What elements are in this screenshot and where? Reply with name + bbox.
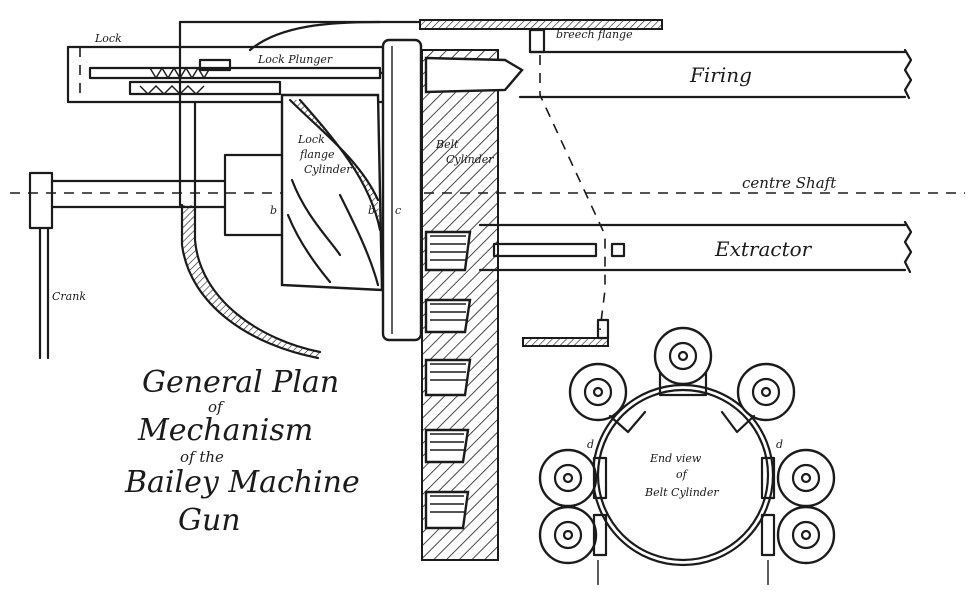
label-lock: Lock [94, 32, 122, 45]
label-belt-cylinder-2: Cylinder [446, 153, 494, 166]
label-belt-cylinder-1: Belt [435, 138, 459, 151]
end-view-belt-cylinder [538, 326, 836, 585]
title-line-5: Bailey Machine [124, 465, 360, 500]
title-line-6: Gun [178, 503, 241, 538]
belt-cylinder-section [421, 49, 524, 561]
label-b1: b [270, 204, 277, 217]
title-line-4: of the [180, 448, 224, 466]
label-extractor: Extractor [714, 237, 813, 261]
lug-upper-right [720, 362, 796, 434]
label-centre-shaft: centre Shaft [742, 174, 837, 192]
lug-mid-left [538, 448, 608, 508]
lug-upper-left [568, 362, 647, 434]
label-breech-flange: breech flange [556, 28, 633, 41]
lug-mid-right [760, 448, 836, 508]
guide-dashed [522, 55, 610, 347]
diagram-title: General Plan of Mechanism of the Bailey … [124, 365, 360, 538]
label-b2: b [368, 204, 375, 217]
lug-low-left [538, 505, 608, 565]
lug-low-right [760, 505, 836, 565]
title-line-1: General Plan [142, 365, 339, 400]
lock-body [66, 45, 422, 104]
label-end-view-3: Belt Cylinder [644, 486, 719, 499]
cartridge-chambers [424, 56, 524, 530]
main-disc [381, 38, 423, 342]
label-end-view-1: End view [649, 452, 702, 465]
extractor [478, 220, 913, 274]
title-line-2: of [208, 398, 225, 416]
label-d2: d [776, 438, 783, 451]
label-crank: Crank [52, 290, 86, 303]
lock-flange-cylinder [280, 93, 384, 292]
outer-housing [180, 20, 382, 360]
label-lock-flange-cylinder-1: Lock [297, 133, 325, 146]
lug-top [653, 326, 713, 397]
label-lock-flange-cylinder-2: flange [299, 148, 335, 161]
label-d1: d [587, 438, 594, 451]
label-c: c [395, 204, 401, 217]
firing-barrel [518, 28, 913, 100]
label-lock-plunger: Lock Plunger [257, 53, 333, 66]
label-end-view-2: of [676, 468, 689, 481]
label-lock-flange-cylinder-3: Cylinder [304, 163, 352, 176]
label-firing: Firing [689, 63, 752, 87]
title-line-3: Mechanism [137, 413, 313, 448]
